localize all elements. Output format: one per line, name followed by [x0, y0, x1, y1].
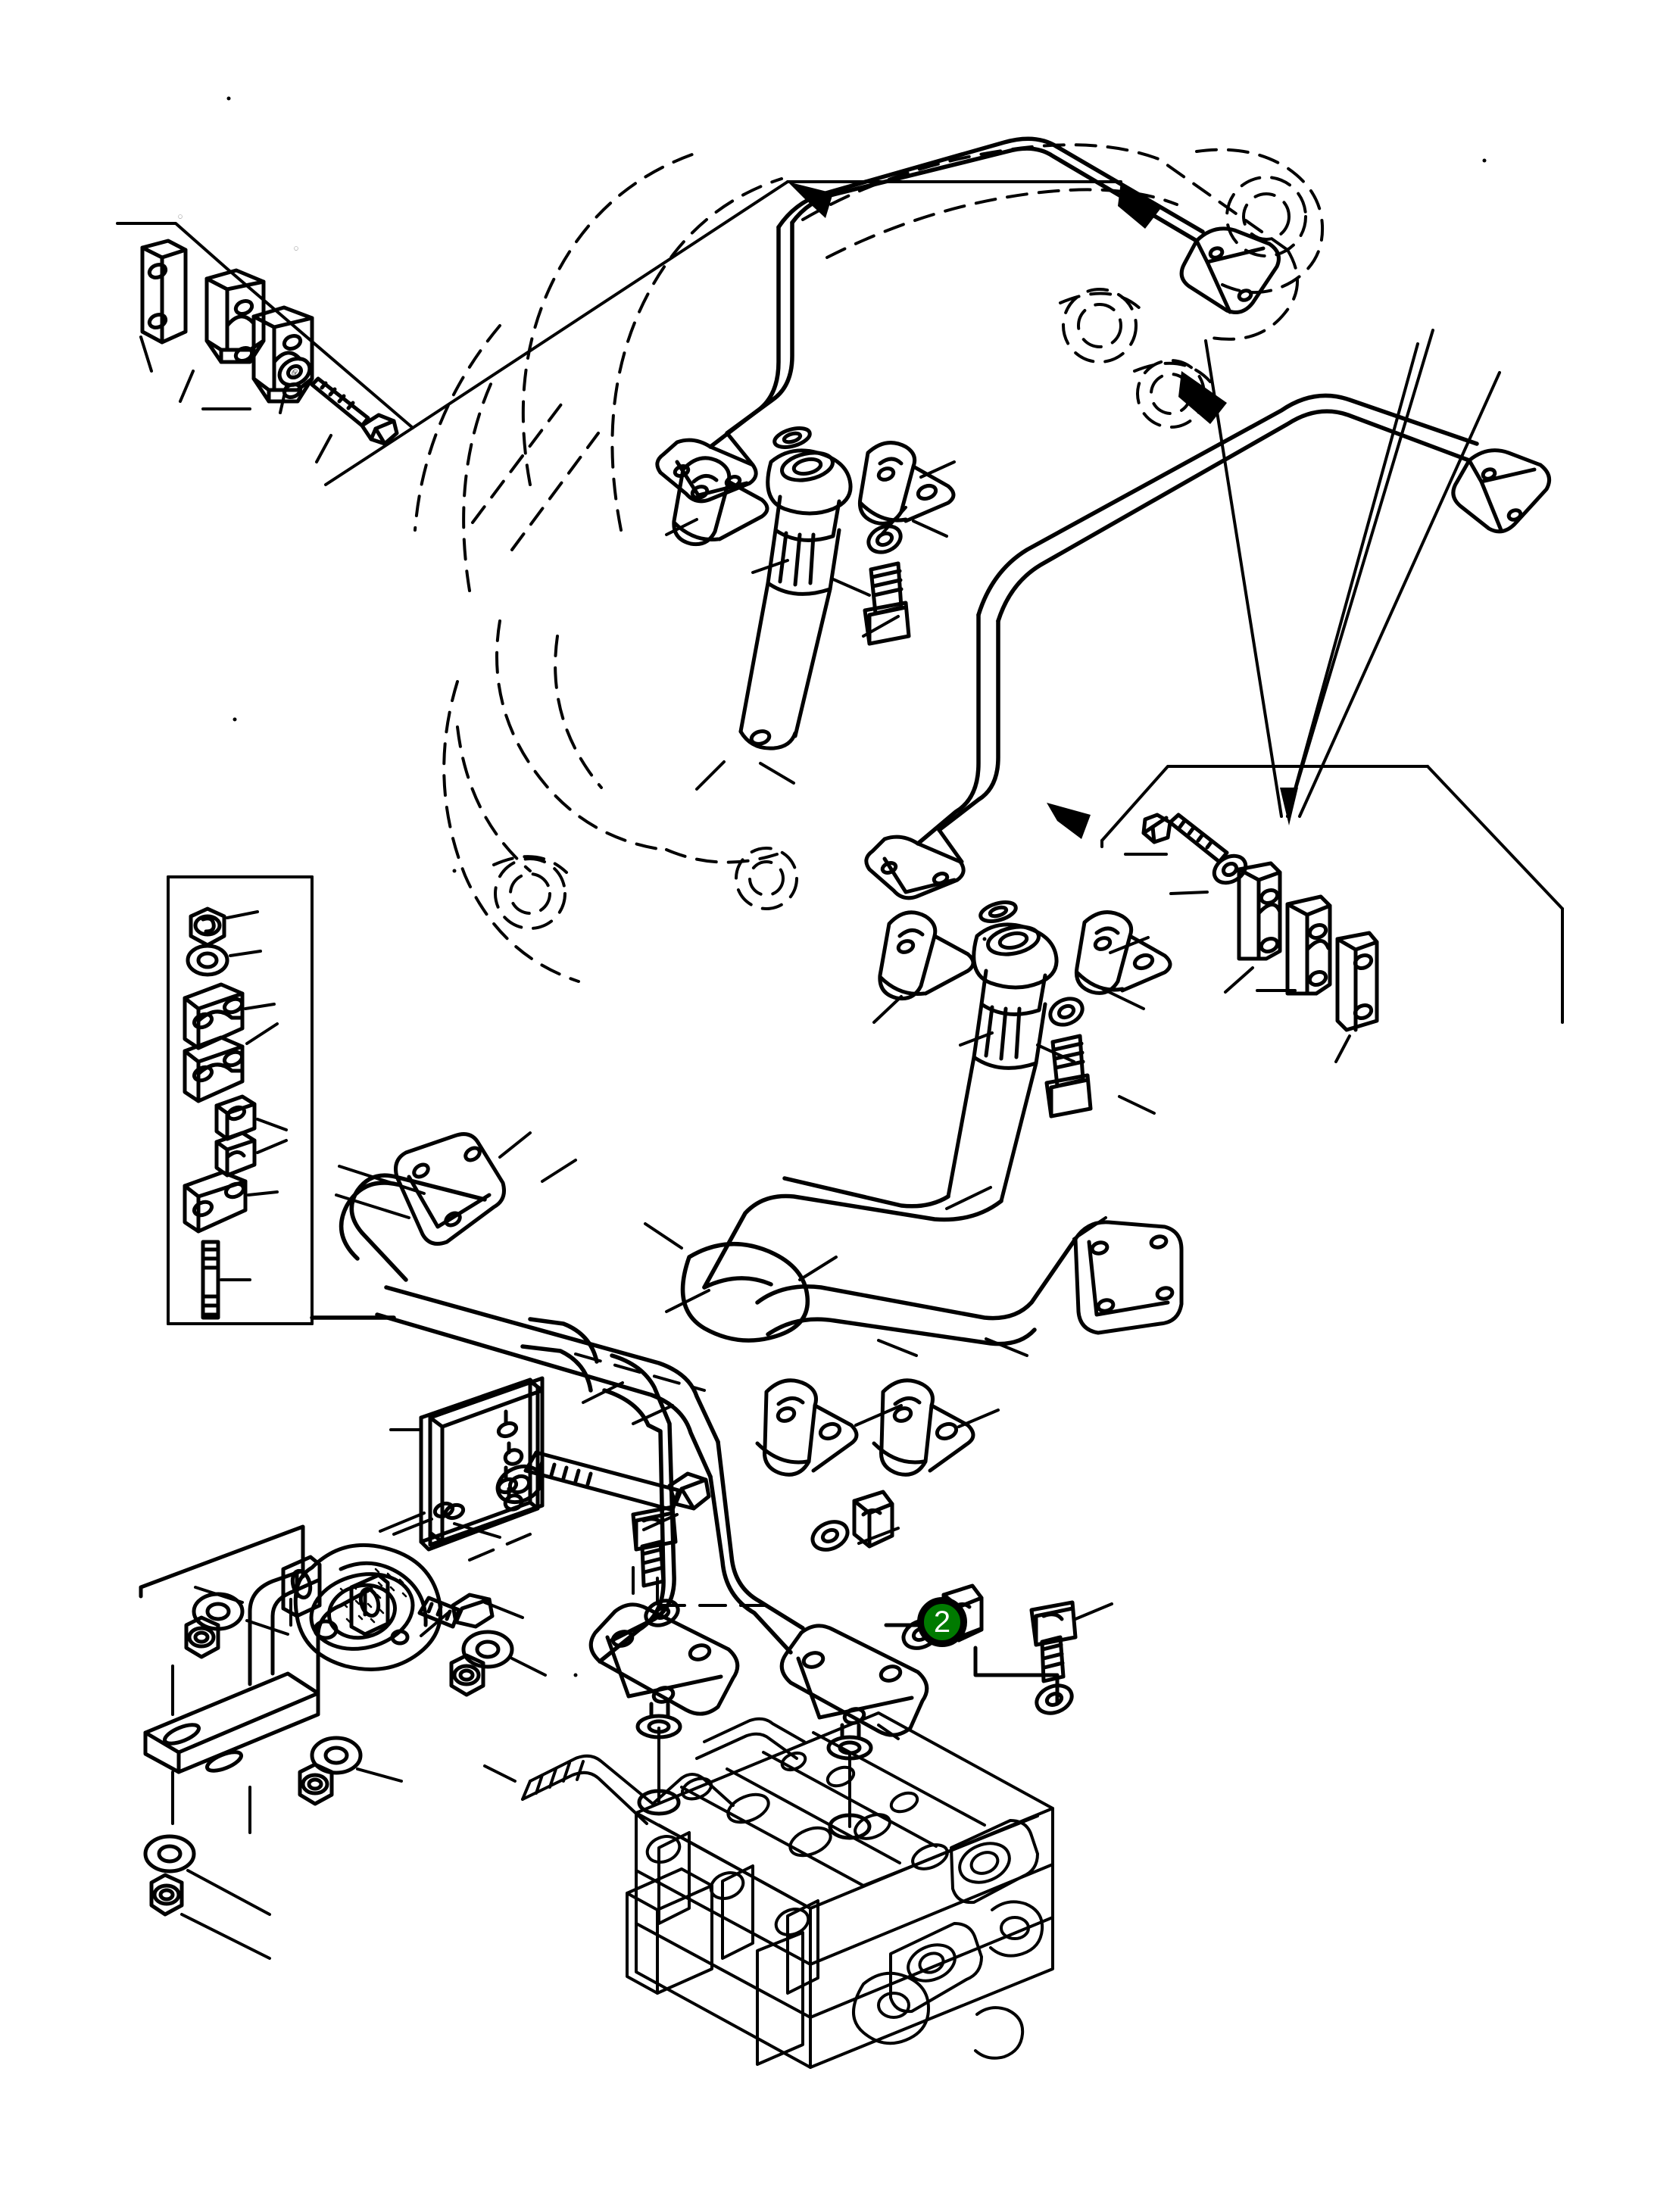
phantom-arm-body	[462, 153, 1212, 851]
clamp-half-lower-a	[755, 1378, 859, 1477]
scan-dots	[226, 96, 1487, 1677]
part-stud-bolt-left-stack	[201, 1240, 220, 1320]
washer-center-right	[1048, 997, 1085, 1027]
right-box-leaders	[1204, 329, 1501, 818]
part-clamp-cube-left-stack-1	[214, 1094, 257, 1141]
part-cover-plate-isolator	[428, 1379, 545, 1544]
part-tube-upper-left	[708, 136, 1205, 449]
part-tube-upper-right	[916, 393, 1479, 846]
control-valve-assembly	[521, 1711, 1054, 2069]
right-box-part-leaders	[1124, 853, 1351, 1063]
flange-tube-upper-right-tail	[1451, 448, 1552, 534]
tube-lower-left-flange-top	[394, 1132, 506, 1246]
flange-tube-upper-right-head	[864, 828, 966, 900]
nut-washer-bracket-lower	[298, 1736, 363, 1806]
valve-port-boss-a	[637, 1789, 681, 1816]
right-bracket-box-outline	[1100, 765, 1564, 1024]
clamp-half-lower-b	[872, 1378, 975, 1477]
part-clamp-block-upper-left-1	[204, 268, 266, 364]
left-clamp-box-outer	[167, 875, 314, 1325]
part-flat-plate-upper-left	[140, 239, 188, 345]
part-spacer-plate-left-stack	[183, 1170, 248, 1234]
valve-port-boss-b	[828, 1813, 872, 1840]
callout-marker-2[interactable]: 2	[917, 1597, 967, 1647]
oring-center-left	[772, 426, 812, 449]
tube-lower-left-branch	[520, 1317, 599, 1393]
arrow-upper-left-tube-b	[1118, 182, 1160, 229]
part-hex-bolt-right-box	[1141, 813, 1229, 864]
nut-washer-isolator-right	[449, 1630, 514, 1697]
part-clamp-block-right-box-2	[1285, 894, 1332, 996]
part-hex-nut-left-stack	[189, 906, 226, 947]
part-clamp-block-left-stack-2	[183, 1035, 245, 1103]
washer-ul-shape	[277, 357, 312, 387]
clamp-half-center-left-b	[857, 441, 956, 526]
part-tube-lower-right	[708, 1440, 805, 1655]
arrow-upper-left-tube-a	[788, 182, 833, 218]
phantom-arm-lower	[414, 324, 798, 983]
part-tube-lower-left	[339, 1173, 720, 1479]
bolt-flange-lower-right	[779, 1624, 929, 1737]
part-washer-right-box	[1212, 853, 1248, 885]
isolator-texture	[339, 1568, 407, 1630]
clamp-half-center-right-b	[1074, 910, 1172, 995]
flange-tube-upper-left-tail	[1179, 226, 1281, 314]
phantom-boom-left	[456, 400, 600, 930]
phantom-arm-linkage	[801, 143, 1325, 341]
part-clamp-block-left-stack-1	[183, 982, 245, 1050]
lower-left-leaders	[171, 1428, 547, 1960]
oring-center-right	[978, 900, 1018, 923]
bolt-flange-lower-left	[588, 1602, 740, 1716]
arrow-right-box-converge	[1280, 788, 1298, 825]
dash-construction-lines	[289, 1352, 766, 1627]
nut-washer-bracket-bottom	[143, 1834, 196, 1917]
part-clamp-cube-left-stack-2	[214, 1131, 257, 1178]
adapter-connector-center-right	[946, 922, 1059, 1203]
arrow-upper-right-tube-a	[1178, 371, 1227, 424]
misc-leaders	[335, 460, 1156, 1645]
part-clamp-block-right-box-1	[1237, 861, 1282, 961]
part-flat-plate-right-box	[1335, 931, 1379, 1032]
left-stack-leaders	[220, 910, 288, 1281]
socket-bolt-callout-2	[1029, 1600, 1078, 1683]
tube-right-inbound	[702, 1176, 1078, 1346]
part-rubber-isolator	[293, 1543, 443, 1671]
adapter-connector-center-left	[738, 448, 853, 750]
part-washer-left-stack	[186, 944, 229, 977]
washer-lower-a	[810, 1520, 850, 1552]
upper-left-bracket-box	[116, 180, 1122, 486]
clamp-half-center-left-a	[672, 456, 769, 547]
part-bolt-isolator	[417, 1593, 495, 1629]
part-hex-bolt-upper-left	[310, 376, 399, 446]
arrow-upper-right-tube-b	[1047, 803, 1091, 839]
socket-bolt-center-right	[1044, 1034, 1093, 1118]
hex-bolt-lower-a	[852, 1490, 894, 1549]
tube-junction-crossing	[680, 1241, 810, 1343]
leader-lines-layer	[116, 96, 1564, 2069]
clamp-half-center-right-a	[878, 910, 975, 1001]
